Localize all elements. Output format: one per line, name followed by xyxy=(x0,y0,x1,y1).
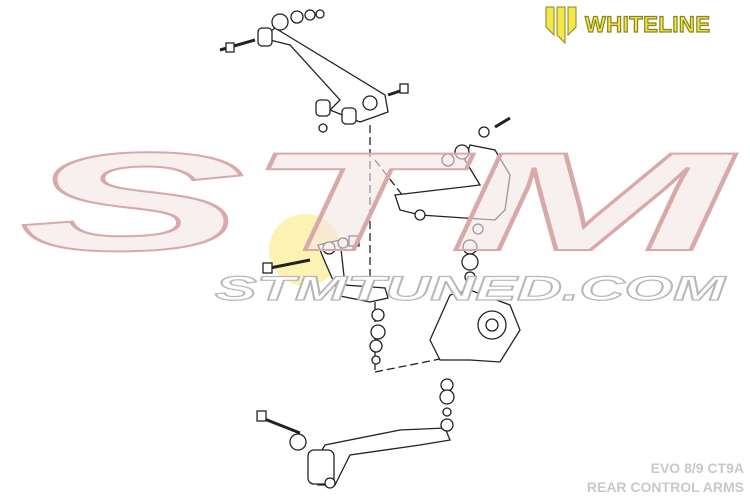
toe-control-arm xyxy=(262,235,389,365)
caption-title: REAR CONTROL ARMS xyxy=(586,479,744,495)
watermark-big-text: STM xyxy=(20,123,738,280)
caption-model: EVO 8/9 CT9A xyxy=(650,460,744,476)
whiteline-logo: WHITELINE xyxy=(545,5,711,45)
watermark-url: STMTUNED.COM xyxy=(215,270,726,308)
upper-a-arm xyxy=(394,116,511,283)
whiteline-emblem-icon xyxy=(545,6,577,45)
upper-lateral-arm xyxy=(219,9,409,133)
lower-control-arm xyxy=(256,378,455,489)
brand-name: WHITELINE xyxy=(584,11,711,37)
highlight-circle xyxy=(269,214,341,286)
rear-knuckle xyxy=(429,289,521,363)
